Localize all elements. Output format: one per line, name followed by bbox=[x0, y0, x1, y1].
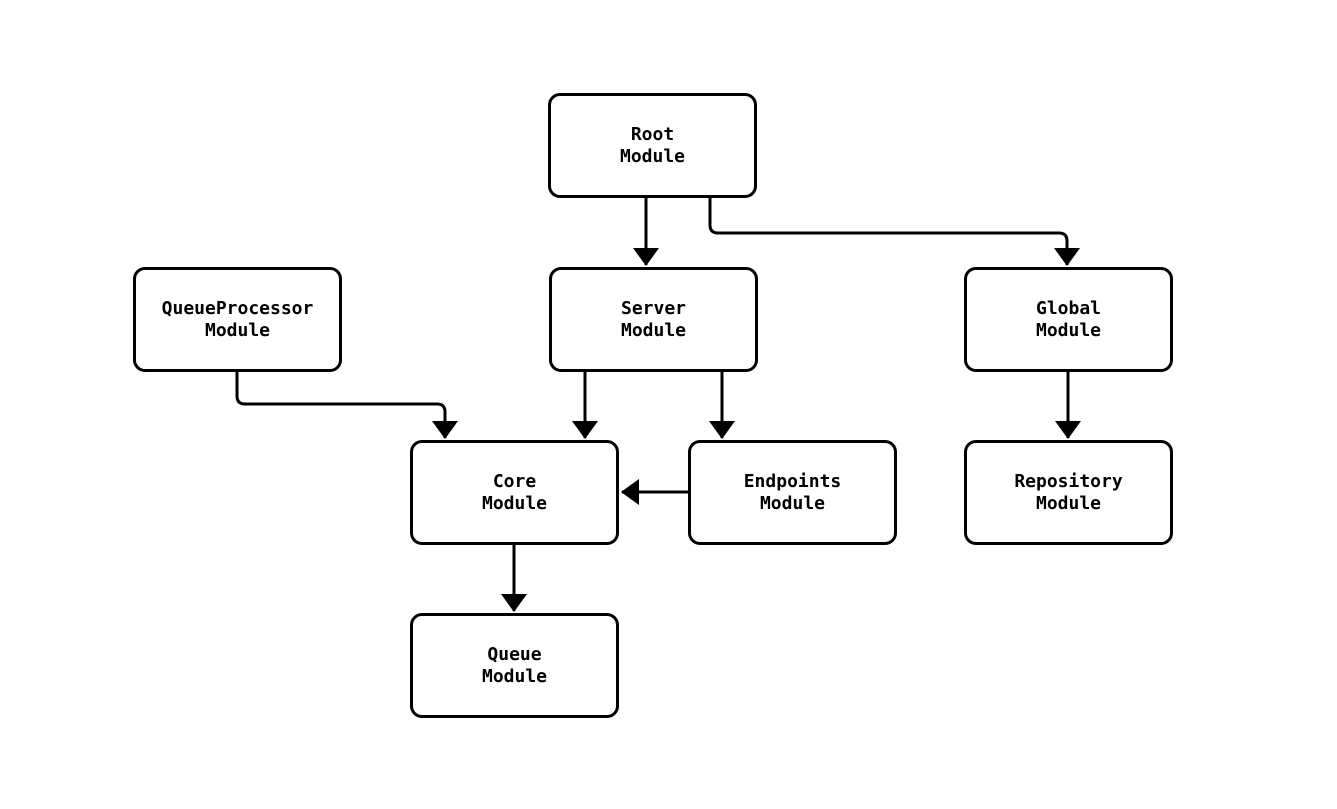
node-server-module: Server Module bbox=[549, 267, 758, 372]
node-queue-module: Queue Module bbox=[410, 613, 619, 718]
node-root-module: Root Module bbox=[548, 93, 757, 198]
node-queue-module-label: Queue Module bbox=[481, 643, 548, 687]
node-queueprocessor-module-label: QueueProcessor Module bbox=[161, 297, 314, 341]
node-core-module-label: Core Module bbox=[481, 470, 548, 514]
node-endpoints-module-label: Endpoints Module bbox=[743, 470, 842, 514]
edge-root-to-global bbox=[708, 198, 1080, 266]
node-root-module-label: Root Module bbox=[619, 123, 686, 167]
node-repository-module-label: Repository Module bbox=[1014, 470, 1123, 514]
node-repository-module: Repository Module bbox=[964, 440, 1173, 545]
edge-queueprocessor-to-core bbox=[235, 372, 458, 439]
node-server-module-label: Server Module bbox=[620, 297, 687, 341]
node-queueprocessor-module: QueueProcessor Module bbox=[133, 267, 342, 372]
node-endpoints-module: Endpoints Module bbox=[688, 440, 897, 545]
node-core-module: Core Module bbox=[410, 440, 619, 545]
node-global-module: Global Module bbox=[964, 267, 1173, 372]
node-global-module-label: Global Module bbox=[1035, 297, 1102, 341]
